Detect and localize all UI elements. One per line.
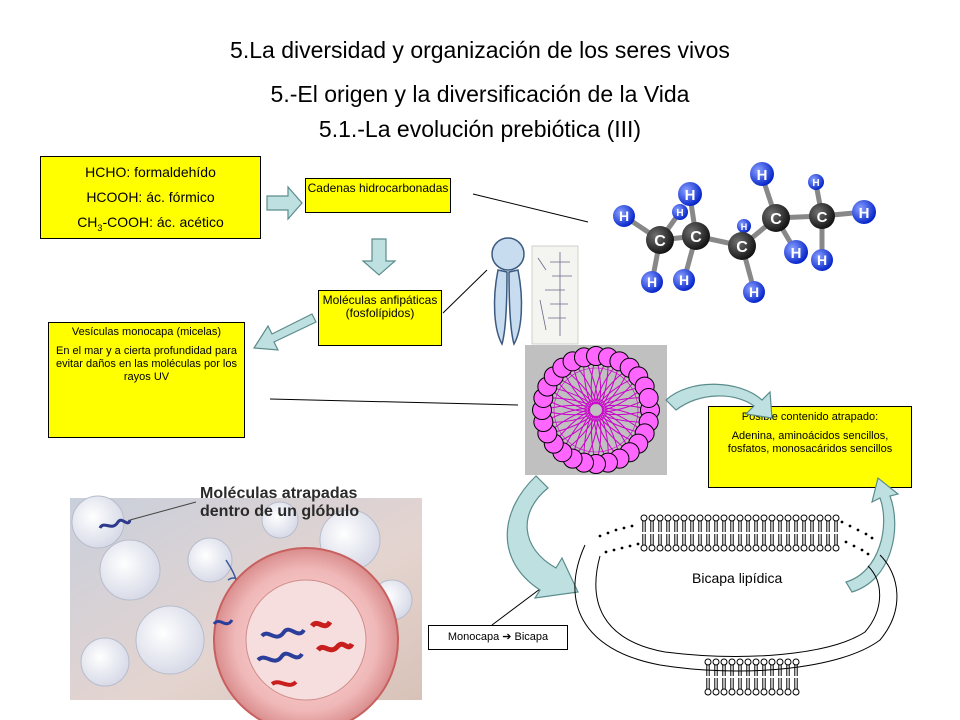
curved-arrow-micelle-to-bilayer	[506, 475, 579, 599]
hydrogen-atom	[641, 271, 663, 293]
formaldehyde-label: HCHO: formaldehído	[85, 164, 216, 180]
hydrogen-atom	[678, 182, 702, 206]
lipid-bilayer-vesicle	[574, 514, 898, 696]
micelle-diagram	[525, 345, 667, 475]
micelle-head	[638, 387, 659, 408]
svg-text:H: H	[812, 178, 819, 189]
hydrogen-atom	[808, 174, 824, 190]
curved-arrow-bilayer-to-content	[845, 476, 900, 593]
trapped-content-box: Posible contenido atrapado: Adenina, ami…	[708, 406, 912, 488]
hydrogen-atom	[613, 205, 635, 227]
lipid-bilayer-label: Bicapa lipídica	[692, 570, 783, 586]
formic-acid-label: HCOOH: ác. fórmico	[86, 189, 215, 205]
globule-caption-line1: Moléculas atrapadas	[200, 485, 358, 502]
hydrogen-atom	[852, 200, 876, 224]
chemicals-box: HCHO: formaldehído HCOOH: ác. fórmico CH…	[40, 156, 261, 239]
hydrocarbon-molecule-model: H H H H H H H H H H H H C C C C C	[600, 160, 888, 310]
connector-amphipathic-figure	[442, 269, 488, 314]
subsection-title: 5.1.-La evolución prebiótica (III)	[318, 116, 642, 142]
svg-text:C: C	[736, 239, 748, 256]
svg-text:C: C	[690, 229, 702, 246]
vesicles-description: En el mar y a cierta profundidad para ev…	[56, 345, 237, 383]
phospholipid-figure	[491, 237, 525, 346]
trapped-content-list: Adenina, aminoácidos sencillos, fosfatos…	[727, 430, 893, 455]
svg-text:H: H	[791, 245, 802, 262]
arrow-chemicals-to-chains	[266, 185, 303, 221]
hydrogen-atom	[750, 162, 774, 186]
trapped-content-title: Posible contenido atrapado:	[741, 411, 879, 423]
svg-text:H: H	[817, 252, 827, 268]
svg-text:H: H	[749, 284, 759, 300]
svg-text:H: H	[859, 205, 870, 222]
hydrogen-atom	[673, 269, 695, 291]
structural-formula-sketch	[531, 245, 579, 345]
svg-text:H: H	[685, 187, 696, 204]
arrow-molecules-to-vesicles	[252, 313, 317, 351]
carbon-atom	[809, 203, 835, 229]
hydrogen-atom	[784, 240, 808, 264]
vesicles-title: Vesículas monocapa (micelas)	[71, 326, 222, 338]
globule-caption-line2: dentro de un glóbulo	[200, 503, 359, 520]
unit-title: 5.La diversidad y organización de los se…	[230, 37, 730, 63]
svg-text:C: C	[654, 233, 666, 250]
carbon-atom	[682, 222, 710, 250]
section-title: 5.-El origen y la diversificación de la …	[270, 81, 690, 107]
carbon-atom	[762, 204, 790, 232]
connector-chains-molecule	[472, 193, 589, 223]
amphipathic-molecules-box: Moléculas anfipáticas (fosfolípidos)	[318, 290, 442, 346]
hydrogen-atom	[811, 249, 833, 271]
curved-arrow-micelle-to-content	[665, 383, 773, 419]
svg-text:H: H	[741, 222, 748, 232]
svg-text:H: H	[647, 274, 657, 290]
carbon-atom	[646, 226, 674, 254]
vesicles-box: Vesículas monocapa (micelas) En el mar y…	[48, 322, 245, 438]
svg-text:C: C	[817, 209, 828, 226]
hydrogen-atom	[737, 219, 751, 233]
svg-text:H: H	[676, 208, 683, 219]
svg-text:H: H	[679, 272, 689, 288]
connector-vesicles-micelle	[269, 398, 519, 406]
trapped-molecules-globule-illustration: Moléculas atrapadas dentro de un glóbulo	[70, 485, 422, 720]
hydrocarbon-chains-box: Cadenas hidrocarbonadas	[305, 178, 451, 213]
hydrogen-atom	[743, 281, 765, 303]
hydrogen-atom	[672, 204, 688, 220]
acetic-acid-label: CH3-COOH: ác. acético	[77, 214, 224, 233]
svg-text:H: H	[619, 208, 629, 224]
svg-text:C: C	[770, 211, 782, 228]
arrow-chains-to-molecules	[361, 238, 397, 276]
svg-text:H: H	[757, 167, 768, 184]
carbon-atom	[728, 232, 756, 260]
monolayer-bilayer-box: Monocapa ➔ Bicapa	[428, 625, 568, 650]
